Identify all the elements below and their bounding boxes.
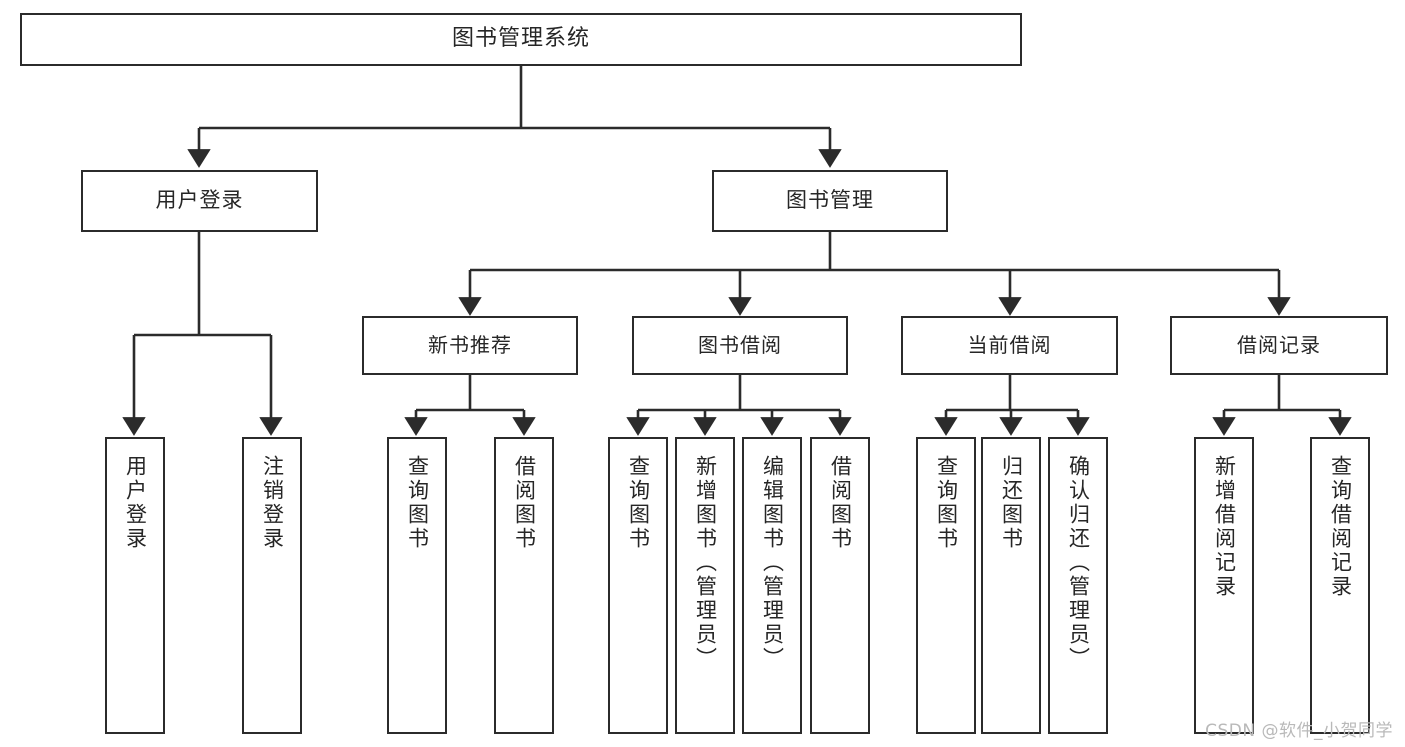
node-label: 图书管理 bbox=[786, 188, 874, 213]
node-current-borrow[interactable]: 当前借阅 bbox=[901, 316, 1118, 375]
leaf-book-borrow-query[interactable]: 查询图书 bbox=[608, 437, 668, 734]
node-user-login[interactable]: 用户登录 bbox=[81, 170, 318, 232]
node-label: 借阅记录 bbox=[1237, 333, 1321, 358]
node-label: 查询借阅记录 bbox=[1328, 455, 1353, 599]
node-book-management[interactable]: 图书管理 bbox=[712, 170, 948, 232]
node-book-borrow[interactable]: 图书借阅 bbox=[632, 316, 848, 375]
node-label: 注销登录 bbox=[260, 455, 285, 551]
node-label: 借阅图书 bbox=[512, 455, 537, 551]
leaf-borrow-record-query[interactable]: 查询借阅记录 bbox=[1310, 437, 1370, 734]
node-label: 当前借阅 bbox=[967, 333, 1052, 358]
leaf-borrow-record-add[interactable]: 新增借阅记录 bbox=[1194, 437, 1254, 734]
node-label: 新增借阅记录 bbox=[1212, 455, 1237, 599]
node-label: 确认归还（管理员） bbox=[1066, 455, 1091, 671]
node-borrow-record[interactable]: 借阅记录 bbox=[1170, 316, 1388, 375]
leaf-current-borrow-return[interactable]: 归还图书 bbox=[981, 437, 1041, 734]
leaf-current-borrow-query[interactable]: 查询图书 bbox=[916, 437, 976, 734]
leaf-user-login-login[interactable]: 用户登录 bbox=[105, 437, 165, 734]
leaf-book-borrow-edit[interactable]: 编辑图书（管理员） bbox=[742, 437, 802, 734]
node-label: 新增图书（管理员） bbox=[693, 455, 718, 671]
node-label: 编辑图书（管理员） bbox=[760, 455, 785, 671]
leaf-new-book-query[interactable]: 查询图书 bbox=[387, 437, 447, 734]
node-label: 查询图书 bbox=[934, 455, 959, 551]
node-root-system[interactable]: 图书管理系统 bbox=[20, 13, 1022, 66]
node-label: 查询图书 bbox=[626, 455, 651, 551]
leaf-new-book-borrow[interactable]: 借阅图书 bbox=[494, 437, 554, 734]
leaf-current-borrow-confirm-return[interactable]: 确认归还（管理员） bbox=[1048, 437, 1108, 734]
leaf-book-borrow-add[interactable]: 新增图书（管理员） bbox=[675, 437, 735, 734]
watermark-text: CSDN @软件_小贺同学 bbox=[1205, 721, 1393, 741]
node-label: 查询图书 bbox=[405, 455, 430, 551]
node-label: 新书推荐 bbox=[428, 333, 512, 358]
leaf-book-borrow-borrow[interactable]: 借阅图书 bbox=[810, 437, 870, 734]
node-label: 归还图书 bbox=[999, 455, 1024, 551]
node-new-book-recommend[interactable]: 新书推荐 bbox=[362, 316, 578, 375]
node-label: 图书借阅 bbox=[698, 333, 782, 358]
leaf-user-login-logout[interactable]: 注销登录 bbox=[242, 437, 302, 734]
node-label: 图书管理系统 bbox=[451, 26, 590, 52]
node-label: 用户登录 bbox=[155, 188, 244, 213]
node-label: 借阅图书 bbox=[828, 455, 853, 551]
node-label: 用户登录 bbox=[123, 455, 148, 551]
